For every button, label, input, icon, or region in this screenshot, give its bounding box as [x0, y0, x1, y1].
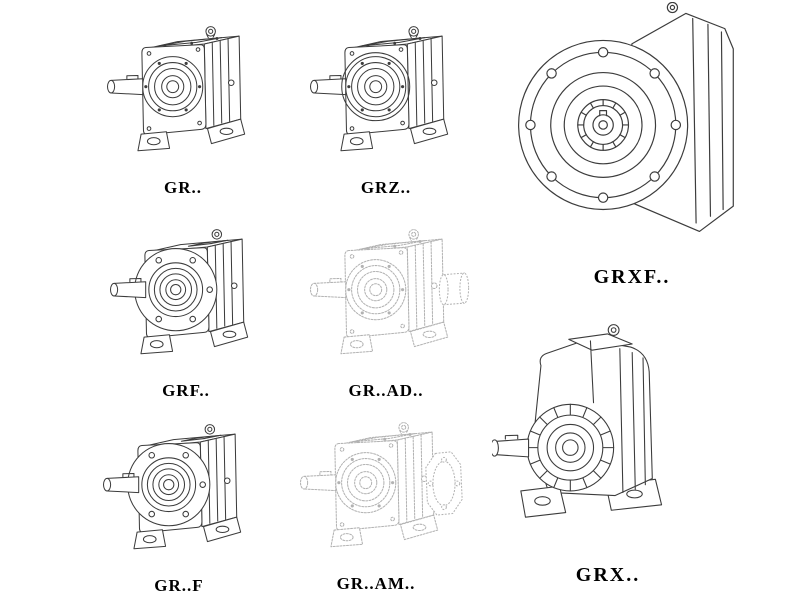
label-grf: GRF.. [162, 381, 210, 400]
figure-gr-f: GR..F [88, 408, 270, 596]
figure-grf: GRF.. [95, 213, 277, 401]
label-gr: GR.. [164, 178, 202, 197]
gr-ad-gearbox-drawing [295, 213, 470, 379]
gr-gearbox-drawing [92, 10, 274, 176]
label-grxf: GRXF.. [593, 266, 671, 288]
label-grz: GRZ.. [360, 178, 412, 197]
label-gr-am: GR..AM.. [336, 574, 416, 593]
motor-mounting-flange [425, 451, 463, 516]
gr-f-gearbox-drawing [88, 408, 270, 574]
grxf-gearbox-drawing [498, 2, 766, 264]
figure-gr-ad: GR..AD.. [295, 213, 477, 401]
gr-am-gearbox-drawing [285, 406, 463, 572]
grx-gearbox-drawing [492, 302, 724, 562]
label-grx: GRX.. [575, 564, 641, 586]
label-gr-f: GR..F [154, 576, 204, 595]
figure-grx: GRX.. [492, 302, 724, 587]
figure-grz: GRZ.. [295, 10, 477, 198]
label-gr-ad: GR..AD.. [348, 381, 424, 400]
grf-gearbox-drawing [95, 213, 277, 379]
figure-gr-am: GR..AM.. [285, 406, 467, 594]
grz-extra-bearing-ring [341, 52, 411, 122]
figure-grxf: GRXF.. [498, 2, 766, 289]
grz-gearbox-drawing [295, 10, 477, 176]
input-adapter [438, 272, 470, 306]
figure-gr: GR.. [92, 10, 274, 198]
